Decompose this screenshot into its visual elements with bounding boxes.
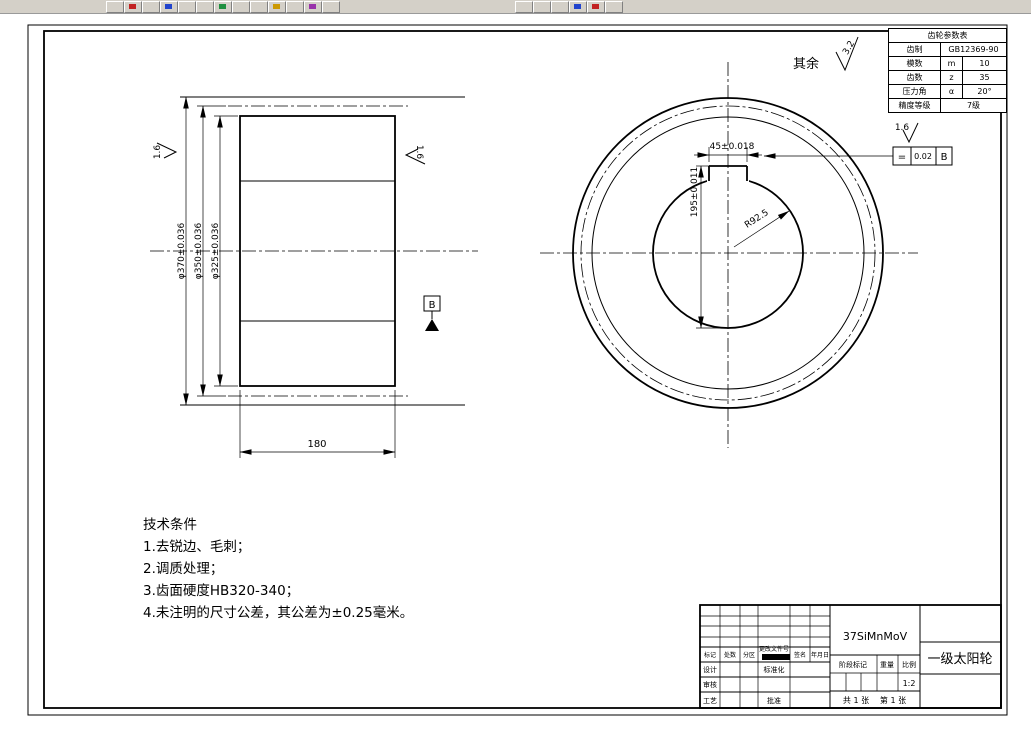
tb-solid-bar	[762, 654, 790, 660]
tb-stage-mark-label: 阶段标记	[839, 660, 867, 669]
tolerance-datum: B	[941, 152, 948, 163]
toolbar-button[interactable]	[605, 1, 623, 13]
tb-design-label: 设计	[703, 665, 717, 674]
dim-dia-350: φ350±0.036	[194, 223, 204, 280]
toolbar-button[interactable]	[106, 1, 124, 13]
gear-param-table: 齿轮参数表 齿制 GB12369-90 模数 m 10 齿数 z 35 压力角 …	[888, 28, 1007, 113]
toolbar-button[interactable]	[232, 1, 250, 13]
tb-material: 37SiMnMoV	[843, 630, 908, 643]
tb-rev-date: 年月日	[811, 651, 829, 659]
tech-note-item: 4.未注明的尺寸公差，其公差为±0.25毫米。	[143, 605, 414, 621]
toolbar-button[interactable]	[569, 1, 587, 13]
param-symbol: z	[940, 70, 963, 85]
tb-weight-label: 重量	[880, 661, 894, 669]
roughness-icon	[835, 36, 859, 72]
param-value: GB12369-90	[940, 42, 1007, 57]
tb-standard-label: 标准化	[764, 665, 785, 674]
general-roughness-label: 其余	[793, 56, 819, 72]
toolbar-icon	[273, 4, 280, 9]
toolbar-button[interactable]	[214, 1, 232, 13]
hatch-bottom	[239, 320, 396, 387]
tb-part-name: 一级太阳轮	[927, 652, 992, 667]
dim-keyway-width: 45±0.018	[710, 142, 755, 152]
datum-triangle-icon	[425, 319, 439, 331]
toolbar-icon	[219, 4, 226, 9]
tech-note-item: 3.齿面硬度HB320-340；	[143, 583, 300, 599]
datum-b-flag: B	[423, 295, 441, 331]
roughness-icon	[902, 122, 919, 144]
sheet-frame	[27, 24, 1008, 716]
tech-notes-title: 技术条件	[143, 517, 197, 533]
toolbar-button[interactable]	[160, 1, 178, 13]
toolbar-icon	[592, 4, 599, 9]
hatch-top	[239, 115, 396, 182]
toolbar-button[interactable]	[533, 1, 551, 13]
param-symbol: m	[940, 56, 963, 71]
tb-rev-mark: 标记	[704, 651, 716, 659]
param-value: 7级	[940, 98, 1007, 113]
param-value: 20°	[962, 84, 1007, 99]
tb-rev-sign: 签名	[794, 651, 806, 659]
param-name: 齿制	[888, 42, 941, 57]
toolbar-button[interactable]	[250, 1, 268, 13]
tb-scale-label: 比例	[902, 660, 916, 669]
roughness-icon	[404, 148, 426, 165]
finish-keyway-value: 1.6	[895, 123, 910, 133]
general-roughness-value: 3.2	[841, 39, 857, 56]
tb-rev-zone: 分区	[743, 651, 755, 659]
param-value: 35	[962, 70, 1007, 85]
dim-dia-370: φ370±0.036	[177, 223, 187, 280]
front-view: 45±0.018 195±0.011 R92.5 = 0.02 B 1.6	[540, 62, 953, 448]
tb-scale-value: 1:2	[903, 679, 916, 688]
toolbar-icon	[165, 4, 172, 9]
toolbar-button[interactable]	[268, 1, 286, 13]
finish-right-value: 1.6	[414, 145, 424, 160]
tech-note-item: 2.调质处理；	[143, 561, 224, 577]
toolbar-icon	[574, 4, 581, 9]
tolerance-symbol: =	[898, 152, 906, 163]
tb-approve-label: 批准	[767, 696, 781, 705]
toolbar-icon	[129, 4, 136, 9]
section-view: φ370±0.036 φ350±0.036 φ325±0.036 180 1.6…	[150, 96, 478, 458]
general-roughness: 其余 3.2	[793, 36, 859, 72]
finish-left-value: 1.6	[153, 145, 163, 160]
param-name: 精度等级	[888, 98, 941, 113]
dim-keyway-depth: 195±0.011	[690, 167, 700, 217]
toolbar-button[interactable]	[322, 1, 340, 13]
toolbar-button[interactable]	[551, 1, 569, 13]
param-value: 10	[962, 56, 1007, 71]
toolbar-button[interactable]	[515, 1, 533, 13]
dim-dia-325: φ325±0.036	[211, 223, 221, 280]
datum-b-label: B	[429, 300, 436, 311]
tech-note-item: 1.去锐边、毛刺；	[143, 539, 251, 555]
title-block: 标记 处数 分区 更改文件号 签名 年月日 设计 标准化 审核 工艺 批准 37…	[699, 604, 1002, 709]
param-symbol: α	[940, 84, 963, 99]
tb-rev-doc: 更改文件号	[759, 645, 789, 653]
tolerance-frame: = 0.02 B	[763, 146, 953, 166]
toolbar-button[interactable]	[142, 1, 160, 13]
tb-check-label: 审核	[703, 680, 717, 689]
roughness-icon	[156, 142, 178, 159]
toolbar	[0, 0, 1031, 14]
toolbar-button[interactable]	[587, 1, 605, 13]
toolbar-button[interactable]	[304, 1, 322, 13]
dim-width-180: 180	[307, 439, 326, 450]
tech-notes: 技术条件 1.去锐边、毛刺； 2.调质处理； 3.齿面硬度HB320-340； …	[143, 514, 413, 624]
tb-rev-count: 处数	[724, 651, 736, 659]
dim-bore-radius: R92.5	[743, 208, 771, 231]
tb-sheet-no: 第 1 张	[880, 695, 906, 705]
param-table-title: 齿轮参数表	[888, 28, 1007, 43]
toolbar-button[interactable]	[196, 1, 214, 13]
param-name: 压力角	[888, 84, 941, 99]
toolbar-button[interactable]	[178, 1, 196, 13]
param-name: 齿数	[888, 70, 941, 85]
tolerance-value: 0.02	[914, 152, 932, 161]
tb-process-label: 工艺	[703, 697, 717, 705]
toolbar-button[interactable]	[124, 1, 142, 13]
tb-sheet-total: 共 1 张	[843, 696, 869, 705]
toolbar-button[interactable]	[286, 1, 304, 13]
toolbar-icon	[309, 4, 316, 9]
param-name: 模数	[888, 56, 941, 71]
